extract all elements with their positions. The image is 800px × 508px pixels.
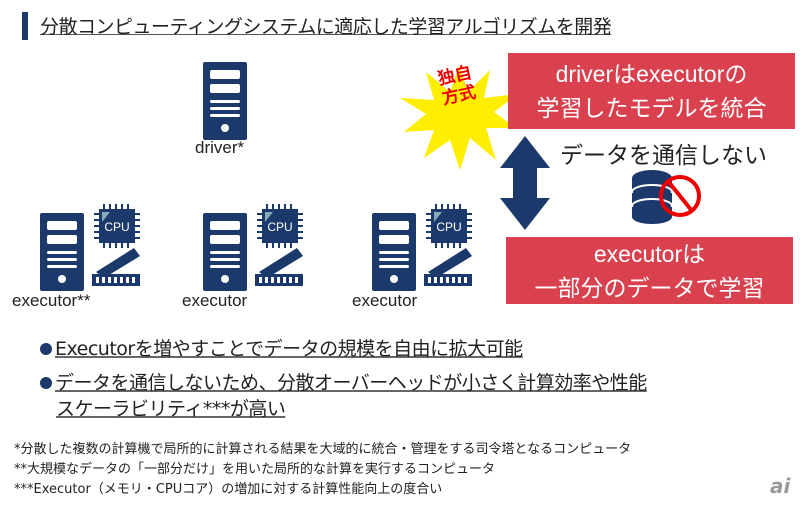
executor-server-icon	[203, 213, 247, 291]
executor-box-line1: executorは	[593, 241, 706, 267]
ai-logo: ai	[770, 474, 791, 498]
memory-module-icon	[255, 248, 303, 286]
bullet-dot-icon	[40, 343, 52, 355]
bidirectional-arrow-icon	[500, 136, 550, 230]
cpu-text: CPU	[436, 220, 461, 234]
driver-box-line2: 学習したモデルを統合	[536, 95, 767, 121]
cpu-chip-icon: CPU	[257, 204, 303, 248]
bullet-text: Executorを増やすことでデータの規模を自由に拡大可能	[55, 338, 523, 360]
cpu-text: CPU	[267, 220, 292, 234]
bullet-dot-icon	[40, 377, 52, 389]
title-accent-bar	[22, 12, 28, 40]
executor-description-box: executorは 一部分のデータで学習	[506, 237, 793, 304]
bullet-efficiency: データを通信しないため、分散オーバーヘッドが小さく計算効率や性能	[40, 368, 647, 395]
driver-box-line1: driverはexecutorの	[555, 61, 748, 87]
bullet-text: データを通信しないため、分散オーバーヘッドが小さく計算効率や性能	[55, 372, 647, 394]
executor-server-icon	[372, 213, 416, 291]
starburst-badge-icon	[400, 66, 518, 170]
executor-server-icon	[40, 213, 84, 291]
driver-description-box: driverはexecutorの 学習したモデルを統合	[508, 53, 795, 129]
cpu-chip-icon: CPU	[426, 204, 472, 248]
bullet-text: スケーラビリティ***が高い	[56, 398, 286, 420]
executor-label: executor**	[12, 291, 91, 310]
cpu-text: CPU	[104, 220, 129, 234]
memory-module-icon	[92, 248, 140, 286]
database-prohibited-icon	[631, 170, 701, 224]
memory-module-icon	[424, 248, 472, 286]
footnote-2: **大規模なデータの「一部分だけ」を用いた局所的な計算を実行するコンピュータ	[14, 462, 496, 477]
bullet-scalability: Executorを増やすことでデータの規模を自由に拡大可能	[40, 334, 523, 361]
no-data-communication-label: データを通信しない	[560, 143, 767, 169]
cpu-chip-icon: CPU	[94, 204, 140, 248]
driver-server-icon	[203, 62, 247, 140]
footnote-1: *分散した複数の計算機で局所的に計算される結果を大域的に統合・管理をする司令塔と…	[14, 442, 632, 457]
driver-label: driver*	[195, 138, 245, 157]
slide-title: 分散コンピューティングシステムに適応した学習アルゴリズムを開発	[40, 16, 612, 38]
footnote-3: ***Executor（メモリ・CPUコア）の増加に対する計算性能向上の度合い	[14, 482, 443, 497]
executor-label: executor	[352, 291, 418, 310]
executor-label: executor	[182, 291, 248, 310]
bullet-efficiency-cont: スケーラビリティ***が高い	[56, 394, 286, 421]
executor-box-line2: 一部分のデータで学習	[534, 275, 765, 301]
